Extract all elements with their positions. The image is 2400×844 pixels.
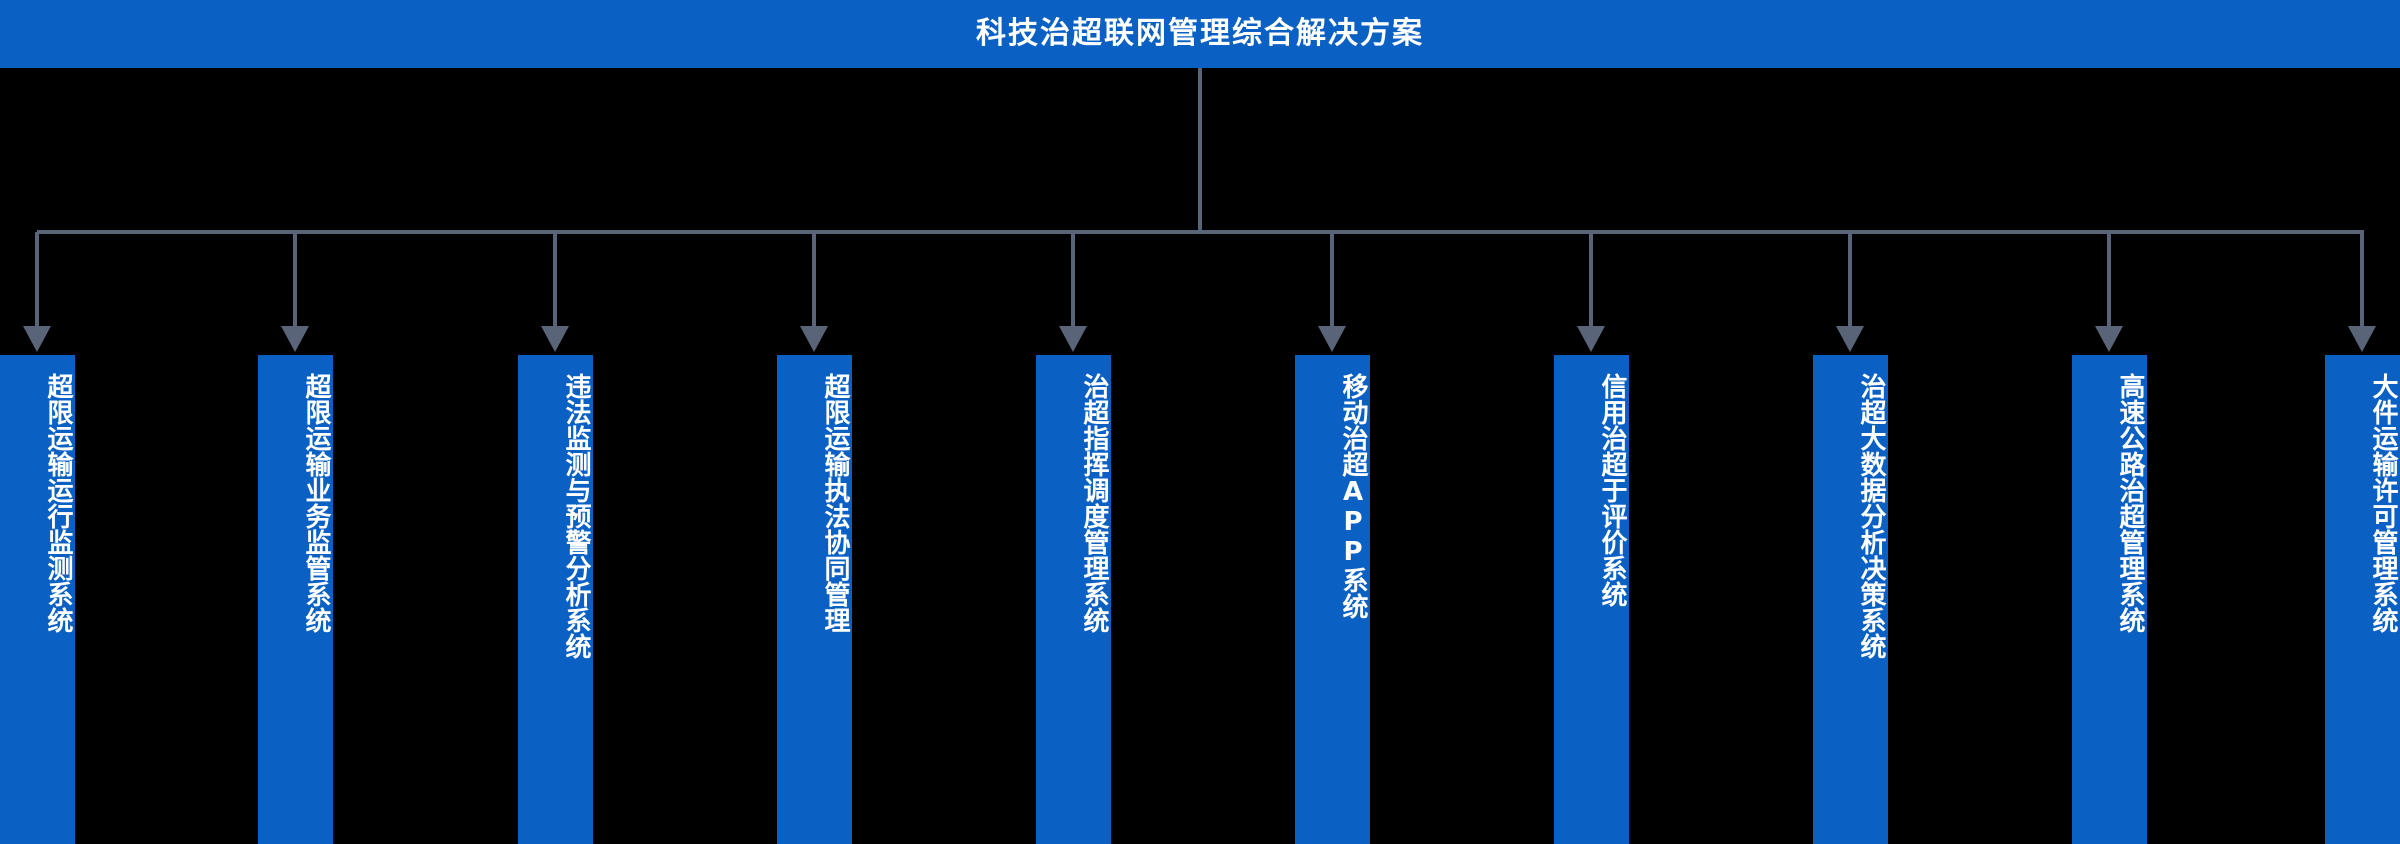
node-label-1: 超限运输运行监测系统: [43, 373, 73, 633]
diagram-title-bar: 科技治超联网管理综合解决方案: [0, 0, 2400, 68]
node-box-1[interactable]: 超限运输运行监测系统: [0, 355, 75, 844]
arrow-icon-6: [1318, 326, 1346, 352]
node-box-5[interactable]: 治超指挥调度管理系统: [1036, 355, 1111, 844]
node-box-6[interactable]: 移动治超APP系统: [1295, 355, 1370, 844]
arrow-icon-3: [541, 326, 569, 352]
node-label-8: 治超大数据分析决策系统: [1856, 373, 1886, 659]
arrow-icon-9: [2095, 326, 2123, 352]
branch-connector-1: [35, 232, 39, 326]
node-label-5: 治超指挥调度管理系统: [1079, 373, 1109, 633]
branch-connector-9: [2107, 232, 2111, 326]
node-label-2: 超限运输业务监管系统: [301, 373, 331, 633]
arrow-icon-5: [1059, 326, 1087, 352]
node-box-9[interactable]: 高速公路治超管理系统: [2072, 355, 2147, 844]
branch-connector-7: [1589, 232, 1593, 326]
page-title: 科技治超联网管理综合解决方案: [976, 16, 1424, 51]
node-box-3[interactable]: 违法监测与预警分析系统: [518, 355, 593, 844]
node-box-7[interactable]: 信用治超于评价系统: [1554, 355, 1629, 844]
node-label-7: 信用治超于评价系统: [1597, 373, 1627, 607]
branch-connector-6: [1330, 232, 1334, 326]
branch-connector-10: [2360, 232, 2364, 326]
arrow-icon-1: [23, 326, 51, 352]
arrow-icon-8: [1836, 326, 1864, 352]
node-box-10[interactable]: 大件运输许可管理系统: [2325, 355, 2400, 844]
node-box-2[interactable]: 超限运输业务监管系统: [258, 355, 333, 844]
node-label-3: 违法监测与预警分析系统: [561, 373, 591, 659]
branch-connector-2: [293, 232, 297, 326]
branch-connector-3: [553, 232, 557, 326]
arrow-icon-10: [2348, 326, 2376, 352]
branch-connector-8: [1848, 232, 1852, 326]
arrow-icon-7: [1577, 326, 1605, 352]
arrow-icon-4: [800, 326, 828, 352]
branch-connector-5: [1071, 232, 1075, 326]
trunk-connector-line: [1198, 68, 1202, 234]
node-box-4[interactable]: 超限运输执法协同管理: [777, 355, 852, 844]
arrow-icon-2: [281, 326, 309, 352]
node-label-9: 高速公路治超管理系统: [2115, 373, 2145, 633]
node-label-4: 超限运输执法协同管理: [820, 373, 850, 633]
node-label-10: 大件运输许可管理系统: [2368, 373, 2398, 633]
bus-connector-line: [37, 230, 2364, 234]
node-box-8[interactable]: 治超大数据分析决策系统: [1813, 355, 1888, 844]
node-label-6: 移动治超APP系统: [1338, 373, 1368, 619]
branch-connector-4: [812, 232, 816, 326]
